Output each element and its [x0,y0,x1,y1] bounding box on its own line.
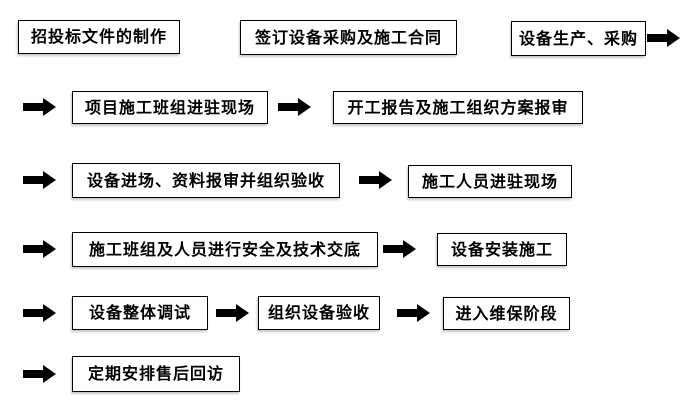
flow-arrow-icon [383,239,417,259]
flow-node-after-sales-visit: 定期安排售后回访 [72,356,240,392]
flow-arrow-icon [23,97,57,117]
flow-node-label: 设备安装施工 [450,239,553,259]
flow-node-label: 进入维保阶段 [455,303,558,323]
flow-node-label: 定期安排售后回访 [87,364,224,383]
flow-arrow-icon [359,170,393,190]
flow-node-label: 设备进场、资料报审并组织验收 [86,170,325,190]
flow-arrow-icon [23,303,57,323]
flow-node-label: 开工报告及施工组织方案报审 [347,97,569,117]
flow-node-maintenance-phase: 进入维保阶段 [443,297,570,330]
flow-arrow-icon [23,364,57,384]
flow-arrow-icon [216,303,250,323]
flow-arrow-icon [278,97,312,117]
flow-arrow-icon [397,303,431,323]
flow-node-label: 签订设备采购及施工合同 [254,27,442,47]
flow-node-label: 施工班组及人员进行安全及技术交底 [88,239,361,259]
flow-node-label: 设备生产、采购 [518,28,638,48]
flow-node-bid-document: 招投标文件的制作 [18,20,180,54]
flow-node-commencement-report: 开工报告及施工组织方案报审 [333,91,583,124]
flow-node-equipment-arrival-acceptance: 设备进场、资料报审并组织验收 [72,163,340,198]
flow-arrow-icon [23,239,57,259]
flow-node-team-enter-site: 项目施工班组进驻现场 [72,91,268,124]
flow-node-label: 项目施工班组进驻现场 [84,97,255,117]
flow-node-safety-technical-briefing: 施工班组及人员进行安全及技术交底 [72,232,378,267]
flow-node-equipment-commissioning: 设备整体调试 [72,296,208,330]
flow-node-equipment-acceptance: 组织设备验收 [258,296,380,330]
flow-node-equipment-production: 设备生产、采购 [511,21,646,56]
flow-arrow-icon [647,28,680,48]
flow-node-sign-contract: 签订设备采购及施工合同 [240,20,457,55]
flow-node-equipment-installation: 设备安装施工 [437,233,567,266]
flow-arrow-icon [23,170,57,190]
flow-node-label: 施工人员进驻现场 [421,171,558,191]
flow-node-label: 设备整体调试 [88,303,191,322]
flow-node-label: 组织设备验收 [267,303,370,322]
flow-node-label: 招投标文件的制作 [30,27,167,46]
flow-node-personnel-enter-site: 施工人员进驻现场 [408,165,572,198]
